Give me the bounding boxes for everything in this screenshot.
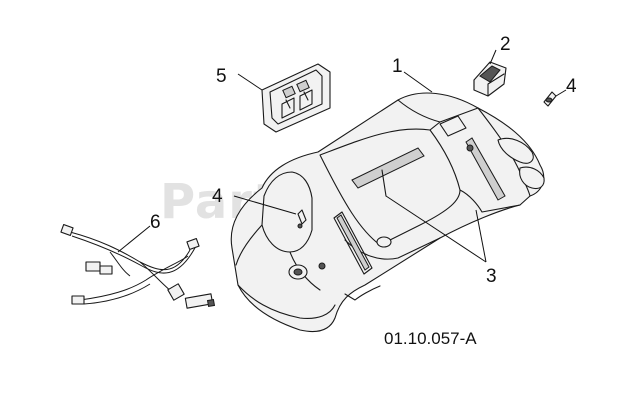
drawing-number: 01.10.057-A [384, 329, 477, 348]
part-4-screw-left [297, 209, 307, 229]
leader-lines [117, 49, 567, 263]
callout-6: 6 [150, 212, 161, 233]
callout-2: 2 [500, 34, 511, 55]
callout-5: 5 [216, 66, 227, 87]
callout-4-left: 4 [212, 186, 223, 207]
part-1-dash-panel [230, 92, 545, 333]
callout-3: 3 [486, 266, 497, 287]
callout-4-right: 4 [566, 76, 577, 97]
part-6-wire-harness [60, 223, 216, 309]
part-4-screw-right [543, 91, 557, 107]
part-5-instrument-bezel [261, 63, 331, 133]
part-2-module [473, 61, 507, 97]
callout-1: 1 [392, 56, 403, 77]
